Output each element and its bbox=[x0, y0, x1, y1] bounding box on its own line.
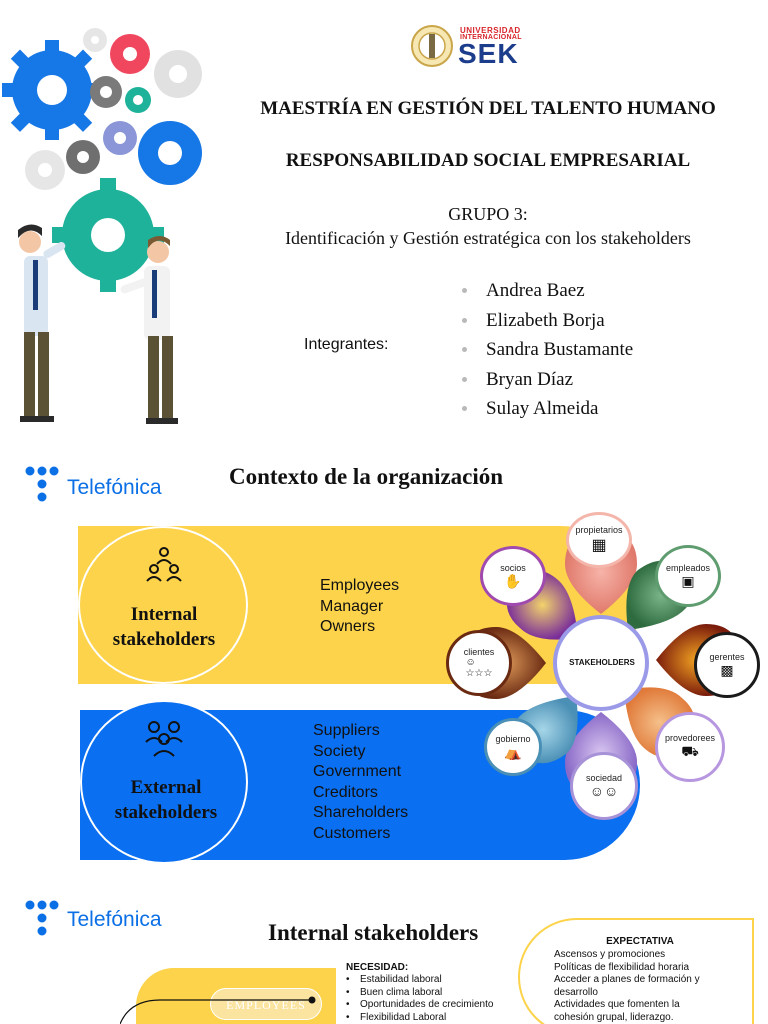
wheel-center-label: STAKEHOLDERS bbox=[569, 658, 635, 667]
list-item: Ascensos y promociones bbox=[554, 949, 666, 960]
list-item: Government bbox=[313, 763, 402, 780]
bubble-label: sociedad bbox=[585, 773, 623, 783]
org-chart-icon: ▣ bbox=[681, 572, 695, 589]
bubble-gerentes: gerentes ▩ bbox=[694, 632, 760, 698]
internal-title: Internal stakeholders bbox=[268, 920, 479, 945]
list-item: Employees bbox=[320, 577, 400, 594]
people-group-icon: ☺☺ bbox=[589, 783, 619, 799]
group-topic: Identificación y Gestión estratégica con… bbox=[285, 228, 691, 248]
external-label-1: External bbox=[130, 777, 202, 798]
gear-icon bbox=[52, 178, 164, 292]
gear-icon bbox=[25, 150, 65, 190]
external-list: Suppliers Society Government Creditors S… bbox=[313, 721, 408, 844]
expectativa-title: EXPECTATIVA bbox=[606, 936, 674, 947]
program-title: MAESTRÍA EN GESTIÓN DEL TALENTO HUMANO bbox=[260, 98, 716, 119]
university-line-1: UNIVERSIDAD bbox=[460, 26, 521, 35]
list-item: desarrollo bbox=[554, 986, 598, 998]
list-item: Suppliers bbox=[313, 722, 380, 739]
university-seal-icon bbox=[411, 25, 453, 67]
gear-icon bbox=[125, 87, 151, 113]
bubble-sociedad: sociedad ☺☺ bbox=[570, 752, 638, 820]
bubble-label: socios bbox=[500, 562, 526, 573]
connector-line bbox=[120, 996, 316, 1024]
bubble-propietarios: propietarios ▦ bbox=[566, 512, 632, 568]
bubble-empleados: empleados ▣ bbox=[655, 545, 721, 607]
bubble-label: propietarios bbox=[575, 525, 623, 535]
bubble-gobierno: gobierno ⛺ bbox=[484, 718, 542, 776]
gear-icon bbox=[83, 28, 107, 52]
list-item: Shareholders bbox=[313, 804, 409, 821]
group-label: GRUPO 3: bbox=[448, 204, 528, 224]
internal-stakeholders-circle bbox=[78, 526, 248, 684]
telefonica-logo-icon bbox=[25, 466, 59, 502]
list-item: Society bbox=[313, 742, 366, 760]
list-item: Sulay Almeida bbox=[462, 394, 633, 424]
list-item: Manager bbox=[320, 597, 384, 615]
list-item: Elizabeth Borja bbox=[462, 306, 633, 336]
list-item: Oportunidades de crecimiento bbox=[346, 999, 493, 1012]
telefonica-logo-text: Telefónica bbox=[67, 476, 162, 499]
gear-icon bbox=[103, 121, 137, 155]
group-people-icon bbox=[146, 547, 182, 582]
list-item: cohesión grupal, liderazgo. bbox=[554, 1011, 674, 1023]
customer-rating-icon: ☺☆☆☆ bbox=[465, 657, 493, 679]
list-item: Buen clima laboral bbox=[346, 987, 493, 1000]
bubble-label: clientes bbox=[463, 647, 495, 657]
bubble-label: provedorees bbox=[664, 732, 716, 743]
necesidad-title: NECESIDAD: bbox=[346, 962, 409, 973]
telefonica-logo-icon bbox=[25, 900, 59, 936]
bubble-label: empleados bbox=[665, 562, 711, 573]
list-item: Customers bbox=[313, 824, 391, 842]
gears-illustration bbox=[2, 28, 202, 424]
list-item: Creditors bbox=[313, 783, 378, 801]
gear-icon bbox=[110, 34, 150, 74]
bubble-label: gobierno bbox=[495, 733, 531, 744]
list-item: Owners bbox=[320, 618, 376, 635]
list-item: Andrea Baez bbox=[462, 276, 633, 306]
person-left-illustration bbox=[18, 224, 66, 422]
gear-icon bbox=[138, 121, 202, 185]
external-label-2: stakeholders bbox=[114, 802, 218, 823]
university-name: SEK bbox=[458, 38, 519, 69]
list-item: Sandra Bustamante bbox=[462, 335, 633, 365]
university-line-2: INTERNACIONAL bbox=[460, 34, 522, 41]
expectativa-box bbox=[518, 918, 754, 1024]
list-item: Flexibilidad Laboral bbox=[346, 1012, 493, 1024]
list-item: Acceder a planes de formación y bbox=[554, 974, 700, 985]
telefonica-logo-text: Telefónica bbox=[67, 908, 162, 931]
members-list: Andrea Baez Elizabeth Borja Sandra Busta… bbox=[462, 276, 633, 424]
list-item: Bryan Díaz bbox=[462, 365, 633, 395]
list-item: Actividades que fomenten la bbox=[554, 999, 680, 1010]
bubble-socios: socios ✋ bbox=[480, 546, 546, 606]
government-building-icon: ⛺ bbox=[504, 743, 522, 760]
course-title: RESPONSABILIDAD SOCIAL EMPRESARIAL bbox=[285, 150, 691, 171]
internal-label-1: Internal bbox=[130, 604, 198, 625]
gear-icon bbox=[2, 40, 102, 140]
expectativa-list: Ascensos y promociones Políticas de flex… bbox=[554, 949, 744, 1024]
employees-pill: EMPLOYEES bbox=[210, 988, 322, 1020]
group-people-icon bbox=[145, 721, 183, 757]
members-label: Integrantes: bbox=[304, 336, 389, 353]
external-stakeholders-circle bbox=[80, 700, 248, 864]
list-item: Estabilidad laboral bbox=[346, 974, 493, 987]
necesidad-list: Estabilidad laboral Buen clima laboral O… bbox=[346, 974, 493, 1024]
bubble-proveedores: provedorees ⛟ bbox=[655, 712, 725, 782]
truck-icon: ⛟ bbox=[681, 742, 699, 759]
handshake-icon: ✋ bbox=[504, 572, 522, 589]
gear-icon bbox=[154, 50, 202, 98]
gear-icon bbox=[66, 140, 100, 174]
building-icon: ▦ bbox=[591, 537, 607, 554]
list-item: Políticas de flexibilidad horaria bbox=[554, 961, 690, 973]
internal-list: Employees Manager Owners bbox=[320, 576, 399, 638]
person-right-illustration bbox=[120, 236, 178, 424]
context-title: Contexto de la organización bbox=[229, 464, 504, 489]
internal-label-2: stakeholders bbox=[112, 629, 216, 650]
gear-icon bbox=[90, 76, 122, 108]
bubble-clientes: clientes ☺☆☆☆ bbox=[446, 630, 512, 696]
bubble-label: gerentes bbox=[709, 651, 745, 662]
presenter-icon: ▩ bbox=[720, 661, 734, 678]
